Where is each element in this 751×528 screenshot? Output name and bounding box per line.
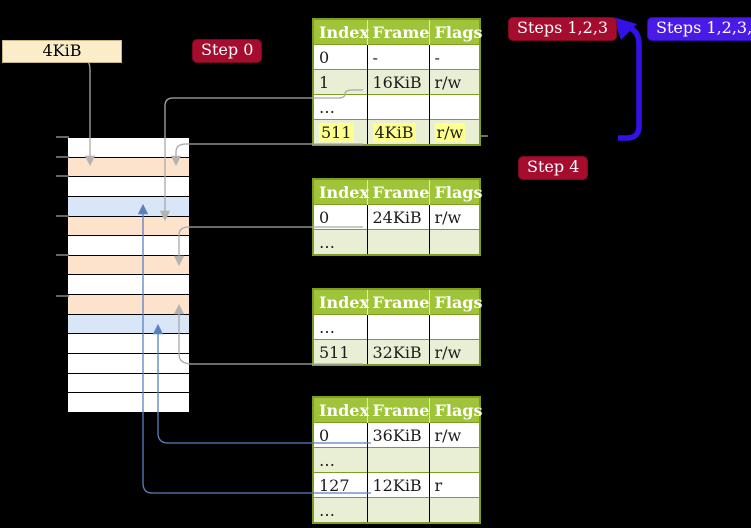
table-cell: 36KiB	[366, 422, 429, 448]
column-header: Index	[313, 179, 369, 205]
memory-frame-row	[68, 254, 189, 275]
table-row: …	[313, 229, 480, 255]
memory-frame-row	[68, 392, 189, 412]
table-cell	[366, 94, 429, 120]
table-cell: r/w	[428, 422, 480, 448]
column-header: Flags	[428, 289, 483, 315]
step4-label: Step 4	[518, 156, 589, 180]
memory-frame-row	[68, 274, 189, 295]
highlighted-value: 4KiB	[372, 122, 416, 142]
table-row: 511 4KiB r/w	[313, 119, 480, 145]
table-cell: 16KiB	[366, 69, 429, 95]
highlighted-value: r/w	[434, 122, 466, 142]
table-cell: r/w	[428, 119, 480, 145]
table-cell: 0	[313, 204, 367, 230]
table-cell: 127	[313, 472, 367, 498]
table-cell	[366, 447, 429, 473]
memory-frame-row	[68, 294, 189, 314]
memory-frame-row	[68, 137, 189, 157]
recursive-arrow	[618, 24, 642, 141]
column-header: Frame	[366, 289, 429, 315]
table-cell: r/w	[428, 204, 480, 230]
table-cell	[366, 229, 429, 255]
memory-frame-row	[68, 215, 189, 236]
table-cell	[366, 314, 429, 340]
column-header: Index	[313, 397, 369, 423]
table-cell: 1	[313, 69, 367, 95]
memory-frame-row	[68, 353, 189, 373]
table-cell	[428, 314, 480, 340]
table-cell: 24KiB	[366, 204, 429, 230]
memory-frame-row	[68, 333, 189, 354]
memory-column	[68, 137, 189, 413]
column-header: Frame	[366, 397, 429, 423]
table-row: …	[313, 314, 480, 340]
steps1234-label: Steps 1,2,3,4	[647, 17, 751, 41]
table-cell: 0	[313, 422, 367, 448]
column-header: Flags	[428, 397, 483, 423]
column-header: Frame	[366, 19, 429, 45]
table-cell: 0	[313, 44, 367, 70]
memory-frame-row	[68, 195, 189, 216]
table-row: …	[313, 497, 480, 523]
column-header: Index	[313, 289, 369, 315]
table-cell	[428, 94, 480, 120]
table-cell: r/w	[428, 339, 480, 365]
table-cell: r	[428, 472, 480, 498]
step0-label: Step 0	[192, 39, 263, 63]
table-cell: 511	[313, 119, 367, 145]
memory-frame-row	[68, 235, 189, 255]
table-cell: 32KiB	[366, 339, 429, 365]
table-cell: …	[313, 447, 367, 473]
memory-frame-row	[68, 372, 189, 393]
table-cell: …	[313, 314, 367, 340]
memory-frame-row	[68, 176, 189, 196]
table-cell: r/w	[428, 69, 480, 95]
table-cell: -	[366, 44, 429, 70]
table-cell	[366, 497, 429, 523]
memory-frame-row	[68, 156, 189, 177]
table-cell	[428, 229, 480, 255]
table-cell: -	[428, 44, 480, 70]
table-cell: …	[313, 229, 367, 255]
table-cell	[428, 447, 480, 473]
table-cell: 12KiB	[366, 472, 429, 498]
table-cell: …	[313, 497, 367, 523]
column-header: Index	[313, 19, 369, 45]
memory-frame-row	[68, 313, 189, 334]
table-row: 0--	[313, 44, 480, 70]
table-cell: …	[313, 94, 367, 120]
column-header: Flags	[428, 179, 483, 205]
steps123-label: Steps 1,2,3	[508, 17, 618, 41]
cr3-frame-box: 4KiB	[2, 40, 122, 63]
column-header: Frame	[366, 179, 429, 205]
table-cell: 511	[313, 339, 367, 365]
table-row: …	[313, 94, 480, 120]
highlighted-value: 511	[319, 122, 354, 142]
table-cell: 4KiB	[366, 119, 429, 145]
table-cell	[428, 497, 480, 523]
table-row: …	[313, 447, 480, 473]
column-header: Flags	[428, 19, 483, 45]
